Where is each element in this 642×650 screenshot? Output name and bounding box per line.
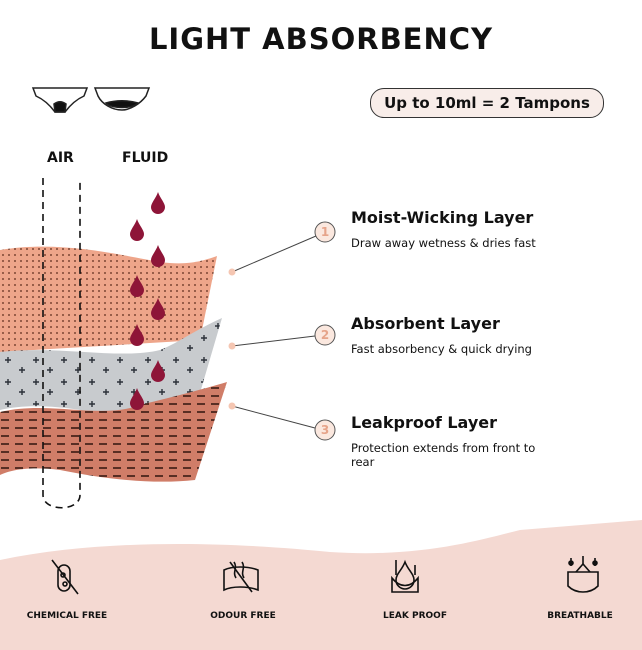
layer-1-title: Moist-Wicking Layer [351,208,534,227]
layer-1-description: Draw away wetness & dries fast [351,236,536,250]
breathable-icon [567,556,599,593]
capacity-badge: Up to 10ml = 2 Tampons [370,88,604,118]
feature-breathable: BREATHABLE [547,611,613,621]
layer-number-3: 3 [321,423,329,437]
feature-odour-free: ODOUR FREE [210,611,276,621]
feature-chemical-free: CHEMICAL FREE [26,611,108,621]
fluid-label: FLUID [122,150,169,166]
layer-number-2: 2 [321,328,329,342]
air-label: AIR [47,150,74,166]
leak-proof-icon [391,559,419,593]
layer-2-description: Fast absorbency & quick drying [351,342,532,356]
chemical-free-icon [51,559,79,595]
layer-2-title: Absorbent Layer [351,314,500,333]
layer-number-1: 1 [321,225,329,239]
callout-lines [231,235,317,429]
moist-wicking-layer [0,246,217,352]
feature-leak-proof: LEAK PROOF [383,611,447,621]
feature-band [0,520,642,650]
odour-free-icon [223,561,259,593]
layer-3-description: Protection extends from front to rear [351,441,536,469]
page-title: LIGHT ABSORBENCY [148,22,494,56]
leakproof-layer [0,382,227,482]
air-flow-line [42,178,81,509]
absorbent-layer [0,318,222,418]
layer-3-title: Leakproof Layer [351,413,498,432]
underwear-icons [31,87,151,113]
